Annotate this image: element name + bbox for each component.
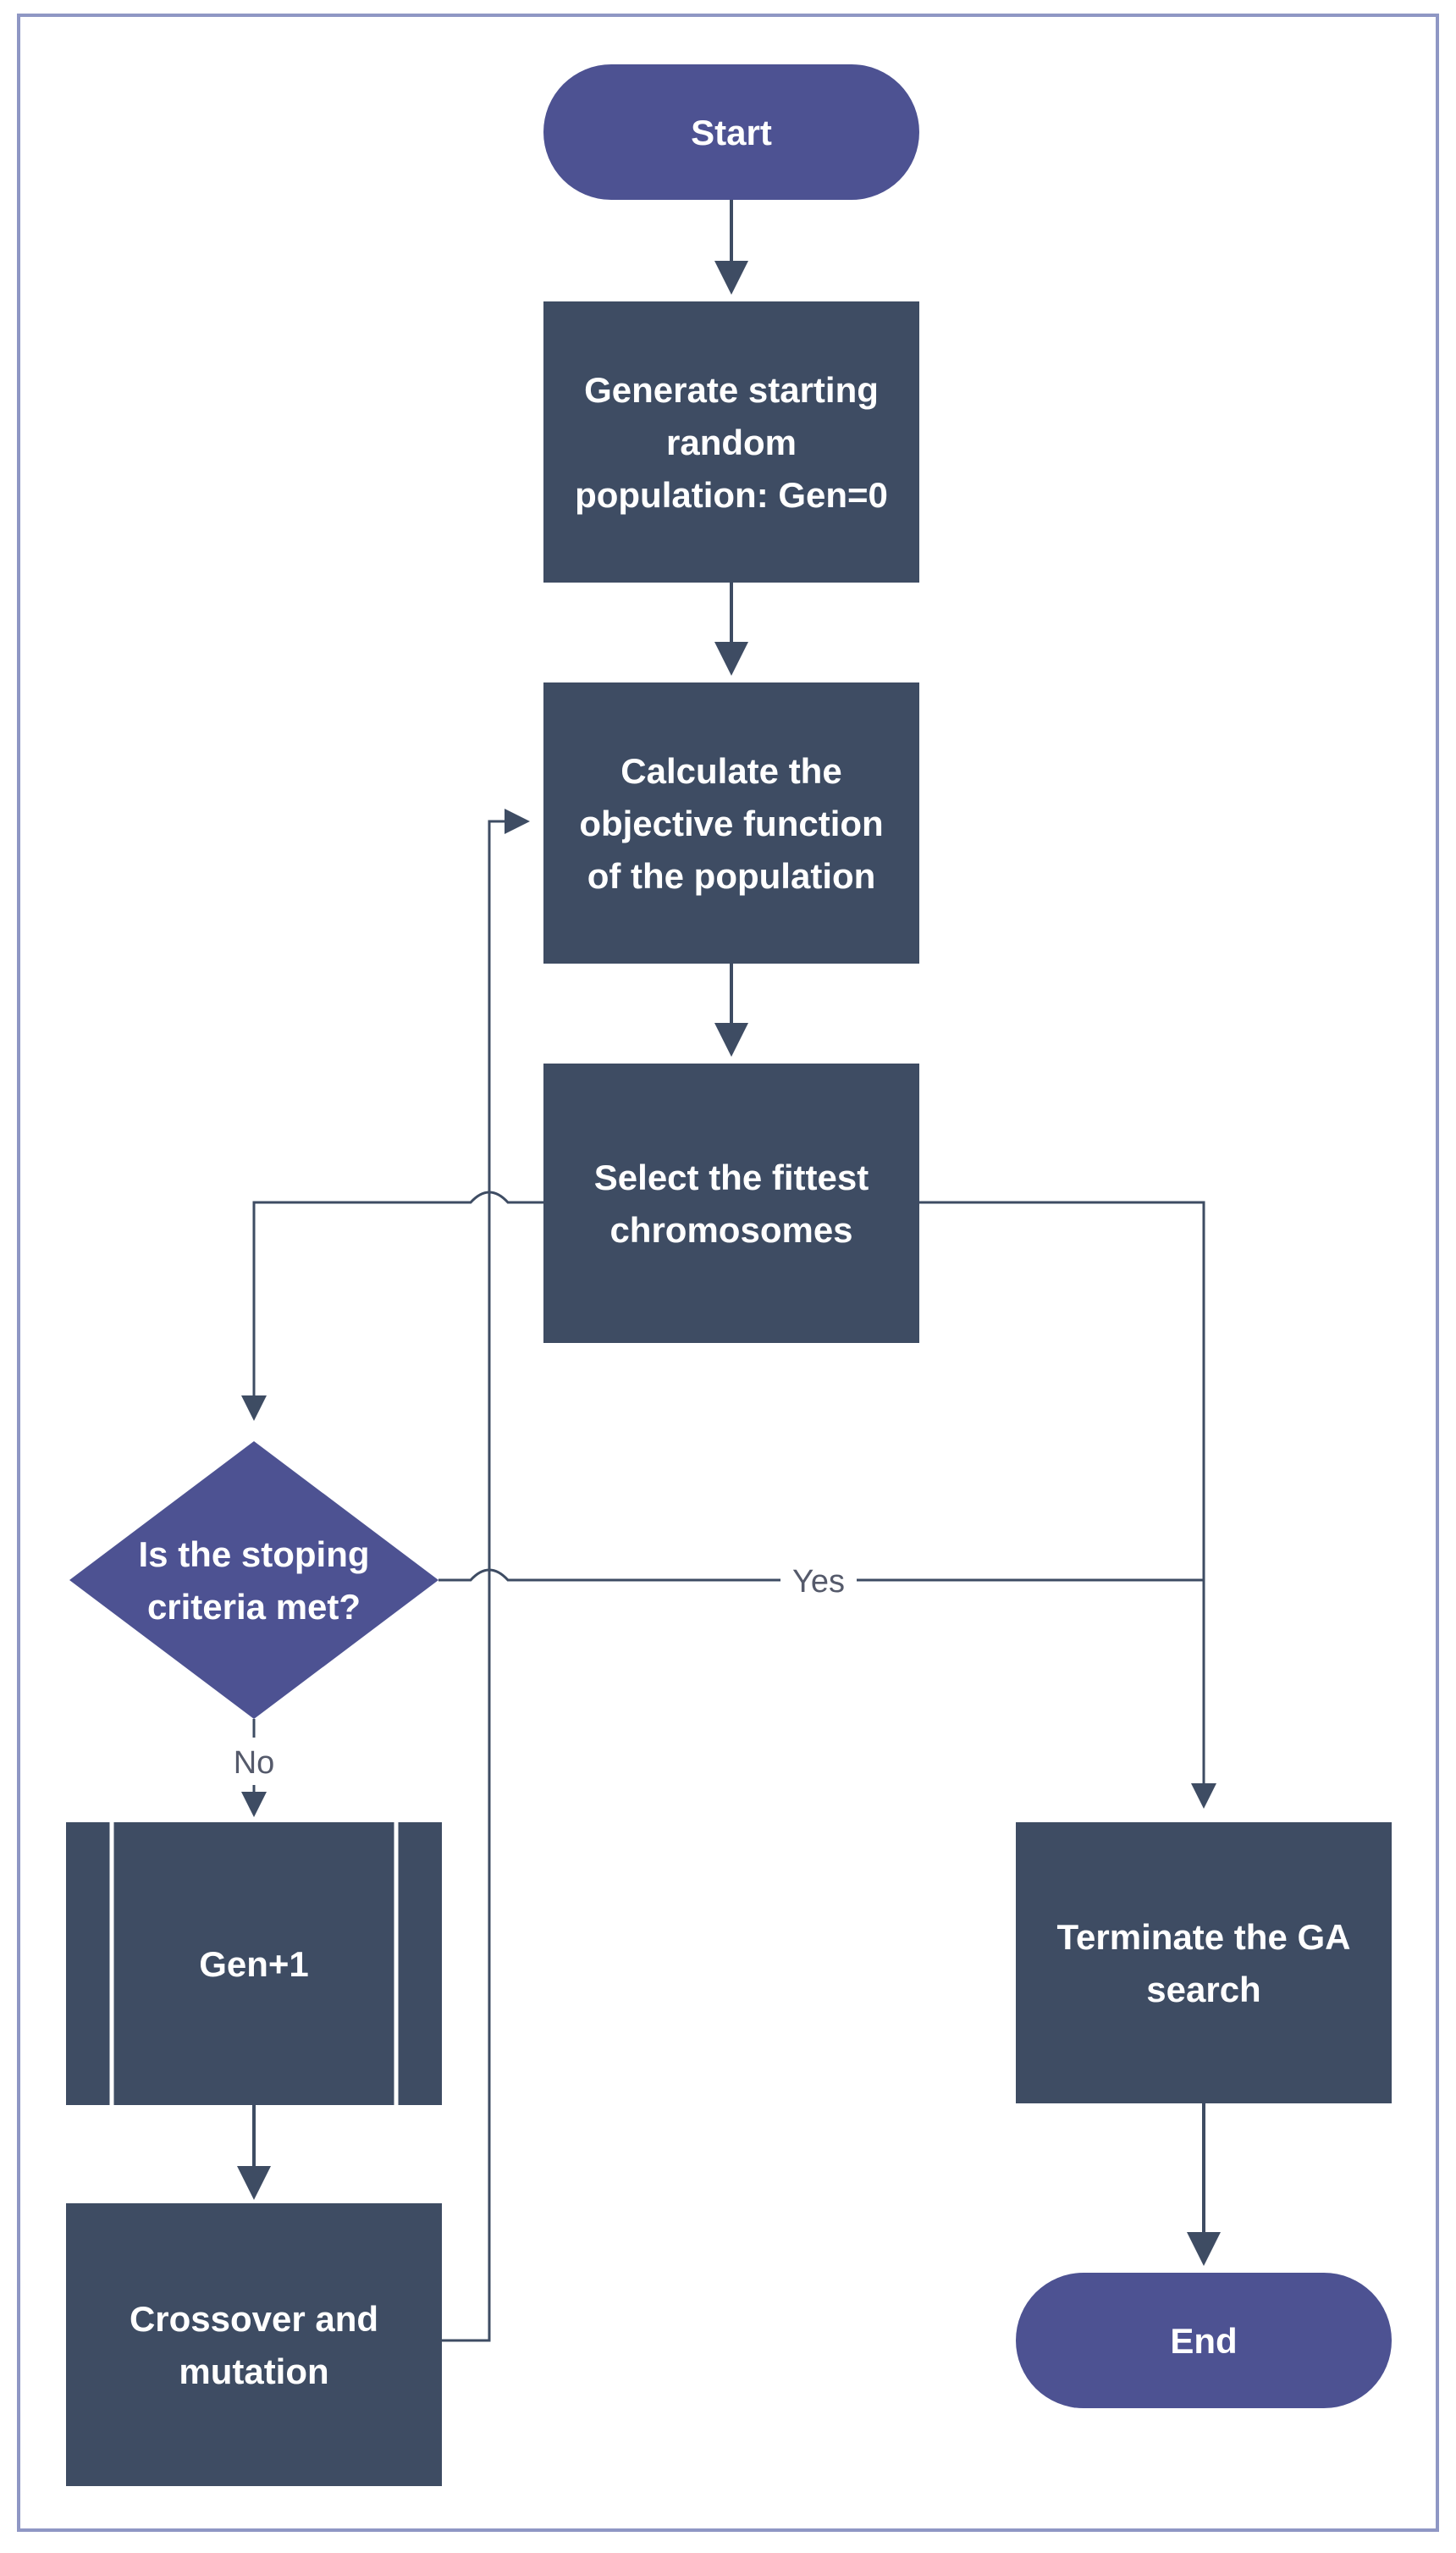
end-label: End bbox=[1170, 2321, 1237, 2361]
connectors bbox=[237, 200, 1221, 2342]
terminate-label-line: search bbox=[1146, 1970, 1260, 2009]
gen-plus-label: Gen+1 bbox=[199, 1944, 309, 1984]
crossover-mutation-box: Crossover and mutation bbox=[66, 2203, 442, 2486]
terminate-label: Terminate the GA search bbox=[1057, 1917, 1351, 2009]
stopping-criteria-decision: Is the stoping criteria met? bbox=[69, 1441, 438, 1719]
generate-label-line: population: Gen=0 bbox=[575, 475, 888, 515]
crossover-label-line: Crossover and bbox=[130, 2299, 378, 2339]
calculate-label-line: of the population bbox=[587, 856, 876, 896]
end-terminal: End bbox=[1016, 2273, 1392, 2408]
calculate-label-line: objective function bbox=[579, 804, 883, 843]
start-terminal: Start bbox=[543, 64, 919, 200]
generate-label-line: Generate starting bbox=[584, 370, 879, 410]
select-label: Select the fittest chromosomes bbox=[594, 1158, 869, 1250]
edge-crossover-calculate bbox=[442, 809, 530, 2342]
end-label-line: End bbox=[1170, 2321, 1237, 2361]
diagram-frame bbox=[17, 14, 1439, 2532]
yes-label-bg bbox=[780, 1560, 857, 1600]
calculate-objective-box: Calculate the objective function of the po… bbox=[543, 682, 919, 964]
generate-label-line: random bbox=[666, 423, 797, 462]
decision-label-line: criteria met? bbox=[147, 1587, 361, 1627]
crossover-label: Crossover and mutation bbox=[130, 2299, 378, 2391]
select-label-line: chromosomes bbox=[609, 1210, 852, 1250]
generate-population-box: Generate starting random population: Gen=0 bbox=[543, 301, 919, 583]
calculate-label-line: Calculate the bbox=[620, 751, 841, 791]
generate-label: Generate starting random population: Gen=0 bbox=[575, 370, 888, 515]
gen-increment-box: Gen+1 bbox=[66, 1822, 442, 2105]
select-label-line: Select the fittest bbox=[594, 1158, 869, 1197]
calculate-label: Calculate the objective function of the po… bbox=[579, 751, 883, 896]
decision-label-line: Is the stoping bbox=[139, 1534, 370, 1574]
select-fittest-box: Select the fittest chromosomes bbox=[543, 1064, 919, 1343]
terminate-search-box: Terminate the GA search bbox=[1016, 1822, 1392, 2103]
edge-select-decision bbox=[241, 1191, 543, 1421]
decision-label: Is the stoping criteria met? bbox=[139, 1534, 370, 1627]
terminate-label-line: Terminate the GA bbox=[1057, 1917, 1351, 1957]
edge-select-terminate bbox=[919, 1201, 1216, 1809]
no-label: No bbox=[234, 1745, 275, 1781]
start-label: Start bbox=[691, 113, 772, 152]
crossover-label-line: mutation bbox=[179, 2351, 328, 2391]
gen-plus-label-line: Gen+1 bbox=[199, 1944, 309, 1984]
yes-label: Yes bbox=[792, 1564, 845, 1600]
start-label-line: Start bbox=[691, 113, 772, 152]
